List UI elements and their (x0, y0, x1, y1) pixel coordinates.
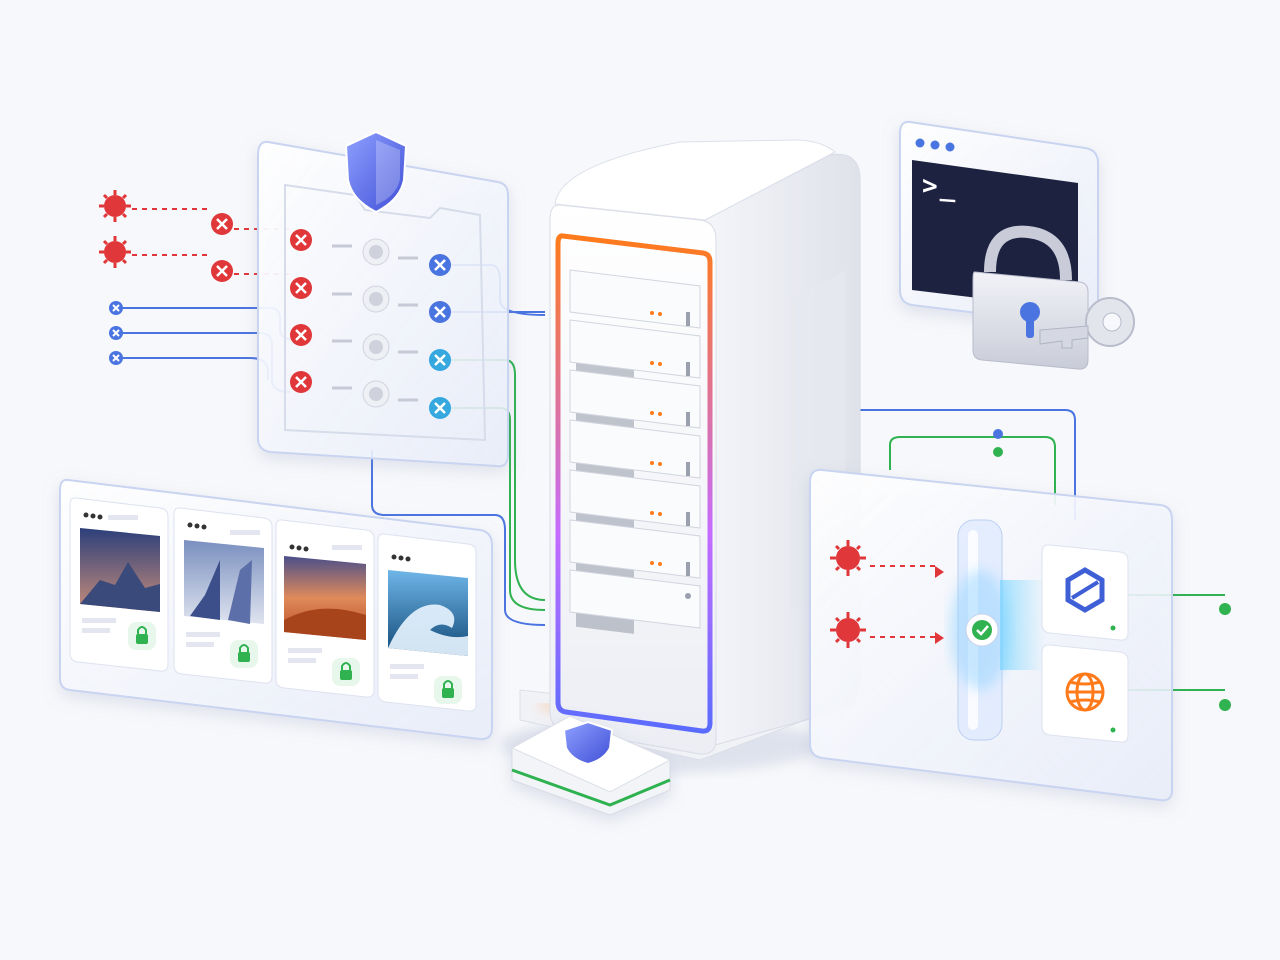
toggle (362, 380, 390, 408)
drive-bays (569, 269, 701, 634)
x-icon (290, 324, 312, 346)
gateway-barrier (950, 519, 1045, 741)
terminal-prompt: >_ (922, 170, 958, 204)
lock-icon (230, 640, 258, 668)
shield-icon (344, 130, 408, 214)
lock-icon (128, 622, 156, 650)
line-nodes (993, 429, 1231, 711)
shield-icon (562, 720, 614, 766)
service-tile[interactable] (1041, 644, 1129, 743)
x-icon (109, 301, 123, 315)
x-icon (109, 326, 123, 340)
padlock-icon (972, 225, 1089, 370)
cube-icon (1065, 567, 1105, 613)
image-card[interactable] (377, 533, 477, 712)
check-icon (965, 613, 999, 647)
gateway-threats (830, 540, 944, 648)
x-icon (429, 254, 451, 276)
lock-icon (332, 658, 360, 686)
lock-icon (434, 676, 462, 704)
x-icon (109, 351, 123, 365)
toggle (362, 238, 390, 266)
virus-icon (99, 190, 131, 222)
threat-inputs (99, 190, 290, 365)
x-icon (211, 213, 233, 235)
server-tower-icon (500, 139, 861, 773)
x-icon (429, 397, 451, 419)
toggle (362, 285, 390, 313)
x-icon (290, 371, 312, 393)
virus-icon (830, 540, 866, 576)
image-card[interactable] (69, 497, 169, 672)
x-icon (429, 301, 451, 323)
x-icon (211, 260, 233, 282)
x-icon (290, 277, 312, 299)
key-icon (1039, 297, 1135, 349)
virus-icon (99, 236, 131, 268)
image-card[interactable] (173, 507, 273, 684)
x-icon (290, 229, 312, 251)
x-icon (429, 349, 451, 371)
globe-icon (1065, 672, 1105, 712)
shield-device (510, 715, 672, 816)
toggle (362, 333, 390, 361)
image-card[interactable] (275, 519, 375, 698)
terminal-window-icon (899, 120, 1099, 328)
virus-icon (830, 612, 866, 648)
service-tile[interactable] (1041, 544, 1129, 641)
firewall-rows (290, 229, 451, 419)
